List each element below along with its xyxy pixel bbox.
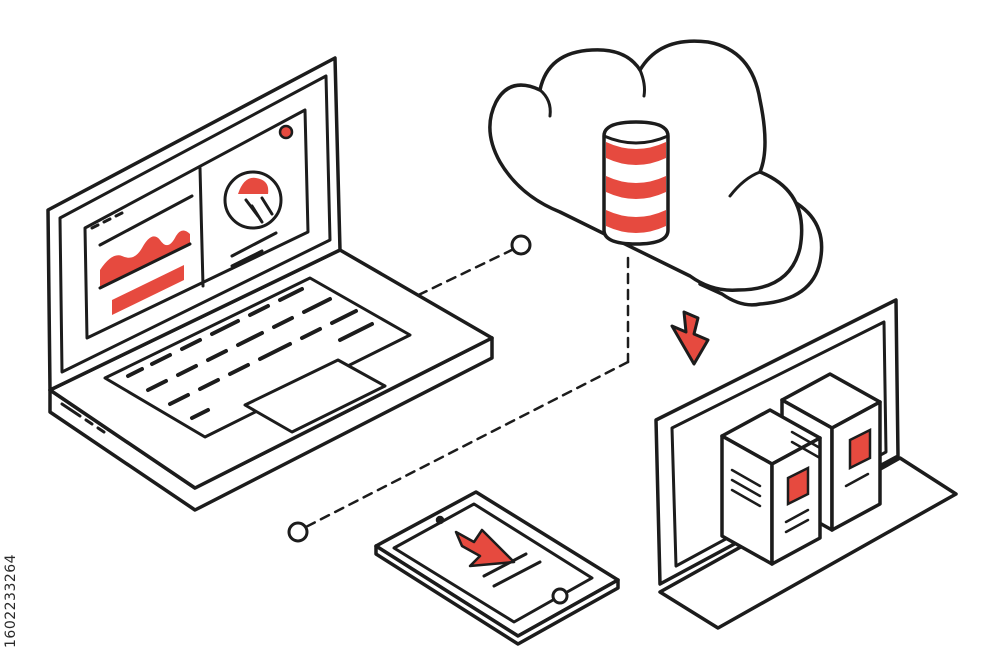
area-chart-shape: [100, 230, 190, 288]
front-rack-indicator: [786, 465, 810, 507]
download-arrow-icon: [670, 310, 710, 366]
laptop-link-line: [402, 245, 520, 304]
laptop-icon: [46, 56, 494, 512]
tablet-download-arrow-icon: [454, 528, 516, 568]
laptop-profile-panel: [223, 124, 294, 268]
tablet-icon: [374, 490, 620, 646]
laptop-keyboard-keys: [126, 287, 374, 420]
laptop-chart-panel: [90, 194, 194, 315]
stock-image-id-watermark: 1602233264: [3, 553, 19, 648]
tablet-link-line: [298, 360, 630, 532]
laptop-link-node: [510, 234, 532, 256]
connection-lines: [298, 245, 630, 532]
notification-dot: [278, 124, 294, 140]
chart-bar-shape: [112, 265, 184, 315]
database-icon: [602, 120, 670, 246]
avatar-head: [238, 177, 269, 194]
tablet-link-node: [287, 521, 309, 543]
back-rack-indicator: [848, 427, 872, 471]
